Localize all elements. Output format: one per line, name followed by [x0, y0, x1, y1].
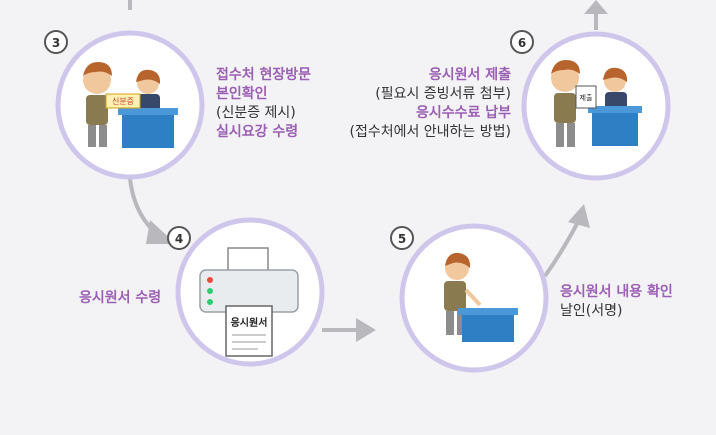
application-form-label: 응시원서 — [231, 316, 268, 329]
step-4: 응시원서 4 — [167, 217, 325, 367]
step-6-number: 6 — [518, 36, 526, 50]
step-3-line-3: (신분증 제시) — [216, 105, 296, 121]
step-5-number-badge — [390, 226, 414, 250]
step-3-number-badge — [44, 30, 68, 54]
step-3-caption: 접수처 현장방문 본인확인 (신분증 제시) 실시요강 수령 — [216, 66, 311, 142]
id-card-label: 신분증 — [112, 97, 134, 106]
step-4-line-1: 응시원서 수령 — [79, 290, 162, 306]
staff-illustration — [603, 67, 628, 110]
id-card-badge — [105, 93, 141, 109]
step-5-number: 5 — [398, 232, 406, 246]
applicant-illustration — [551, 60, 580, 147]
step-6-number-badge — [510, 30, 534, 54]
arrowhead-step-6 — [568, 204, 590, 228]
step-3-number: 3 — [52, 36, 60, 50]
step-5-caption: 응시원서 내용 확인 날인(서명) — [560, 283, 673, 321]
step-3: 신분증 3 — [44, 30, 205, 180]
step-3-line-1: 접수처 현장방문 — [216, 67, 312, 83]
reception-desk — [122, 112, 174, 148]
step-4-caption: 응시원서 수령 — [79, 289, 161, 308]
step-4-number: 4 — [175, 232, 183, 246]
step-6: 제출 6 — [510, 30, 671, 181]
clerk-illustration — [136, 69, 161, 112]
arrowhead-top-right — [584, 0, 608, 14]
step-6-line-2: (필요시 증빙서류 첨부) — [375, 86, 511, 102]
step-5-line-2: 날인(서명) — [560, 303, 623, 319]
step-6-line-1: 응시원서 제출 — [428, 67, 511, 83]
step-4-number-badge — [167, 226, 191, 250]
step-5: 5 — [390, 223, 549, 373]
arrow-step-5-to-6 — [543, 221, 580, 278]
customer-illustration — [83, 62, 112, 147]
step-6-caption: 응시원서 제출 (필요시 증빙서류 첨부) 응시수수료 납부 (접수처에서 안내… — [349, 66, 511, 142]
signing-person-illustration — [444, 252, 482, 335]
arrowhead-step-5 — [356, 318, 376, 342]
step-3-line-4: 실시요강 수령 — [216, 124, 299, 140]
submission-desk — [592, 110, 638, 146]
submit-document-label: 제출 — [580, 93, 593, 102]
signing-desk — [462, 312, 514, 342]
step-5-line-1: 응시원서 내용 확인 — [560, 284, 673, 300]
submit-document — [575, 85, 597, 109]
printer-illustration — [199, 247, 299, 357]
step-6-line-4: (접수처에서 안내하는 방법) — [349, 124, 511, 140]
step-3-line-2: 본인확인 — [216, 86, 268, 102]
step-6-line-3: 응시수수료 납부 — [415, 105, 511, 121]
